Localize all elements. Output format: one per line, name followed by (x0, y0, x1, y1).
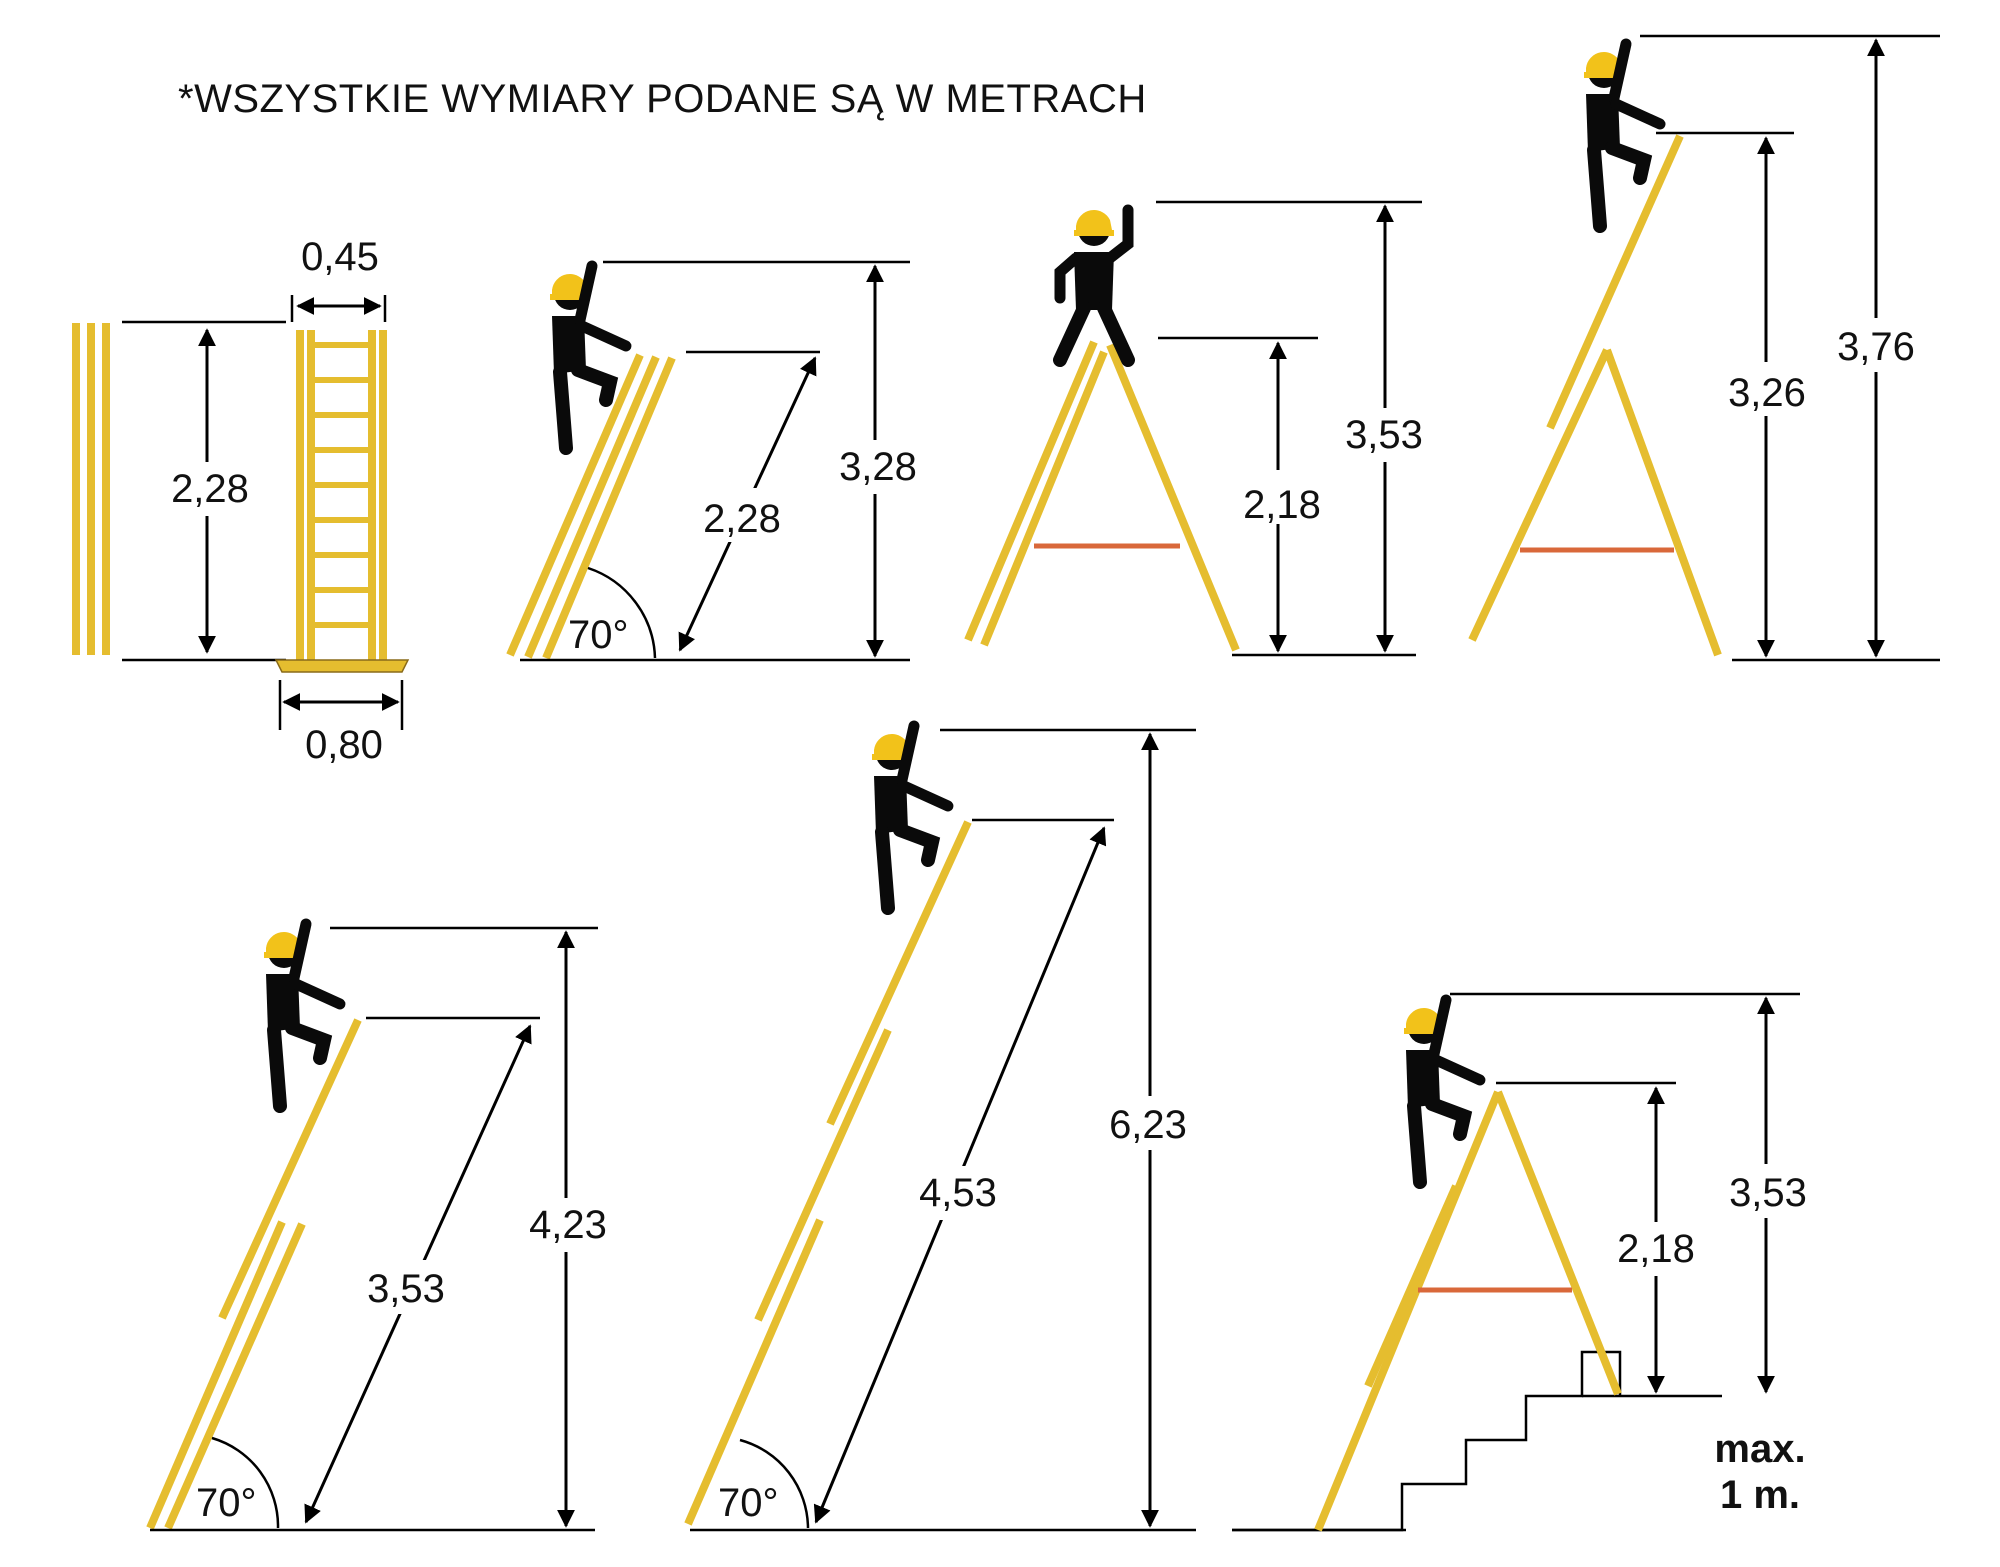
ladder-length-label: 2,28 (703, 497, 781, 541)
ladder-length-label: 4,53 (919, 1171, 997, 1215)
folded-front-view (274, 330, 410, 673)
config-leaning-short: 70° 2,28 3,28 (506, 262, 920, 662)
stairs-icon (1232, 1350, 1622, 1532)
units-note: *WSZYSTKIE WYMIARY PODANE SĄ W METRACH (178, 77, 1147, 121)
folded-height-label: 2,28 (171, 467, 249, 511)
base-width-label: 0,80 (305, 723, 383, 767)
standing-height-label: 2,18 (1617, 1227, 1695, 1271)
standing-height-label: 3,26 (1728, 371, 1806, 415)
angle-label: 70° (718, 1481, 779, 1525)
config-leaning-three-section: 70° 4,53 6,23 (684, 726, 1196, 1532)
max-step-note: max. (1714, 1427, 1805, 1471)
stabilizer-bar (274, 659, 410, 673)
angle-label: 70° (196, 1481, 257, 1525)
config-a-frame-extended: 3,26 3,76 (1468, 34, 1940, 662)
reach-height-label: 3,28 (839, 445, 917, 489)
reach-height-label: 6,23 (1109, 1103, 1187, 1147)
config-leaning-two-section: 70° 3,53 4,23 (146, 924, 610, 1532)
angle-label: 70° (568, 613, 629, 657)
top-width-label: 0,45 (301, 235, 379, 279)
folded-side-view (72, 323, 110, 655)
folded-ladder: 2,28 0,45 0,80 (72, 235, 410, 767)
reach-height-label: 3,53 (1345, 413, 1423, 457)
ladder-length-label: 3,53 (367, 1267, 445, 1311)
config-a-frame: 2,18 3,53 (964, 200, 1430, 657)
reach-height-label: 3,53 (1729, 1171, 1807, 1215)
reach-height-label: 4,23 (529, 1203, 607, 1247)
reach-height-label: 3,76 (1837, 325, 1915, 369)
config-stairs: 2,18 3,53 max. 1 m. (1232, 992, 1812, 1532)
max-step-note-value: 1 m. (1720, 1473, 1800, 1517)
standing-height-label: 2,18 (1243, 483, 1321, 527)
